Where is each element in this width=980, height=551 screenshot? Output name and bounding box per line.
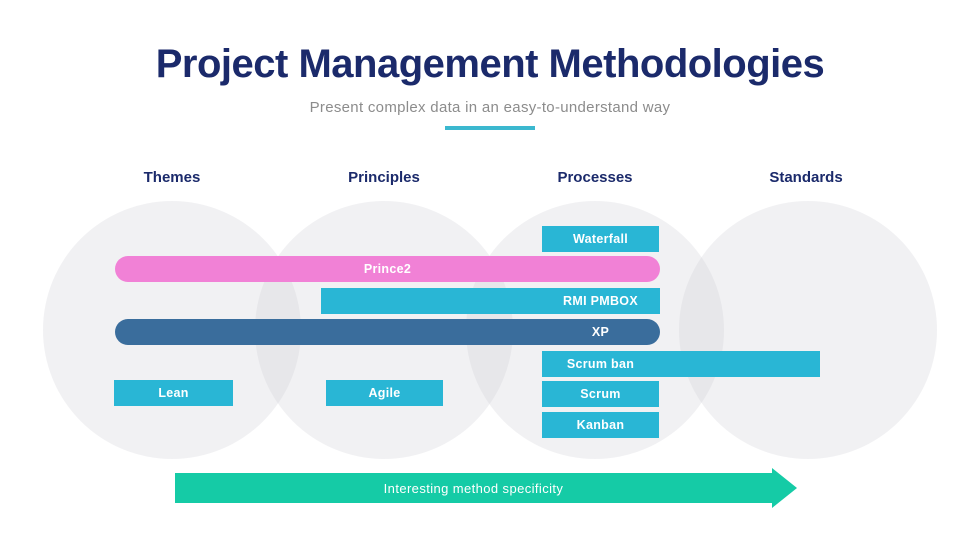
subtitle-divider [445, 126, 535, 130]
specificity-arrow-head-icon [772, 468, 797, 508]
specificity-arrow: Interesting method specificity [175, 473, 772, 503]
bar-waterfall: Waterfall [542, 226, 659, 252]
bar-label-agile: Agile [368, 386, 401, 400]
bar-label-scrum-ban: Scrum ban [566, 357, 635, 371]
column-header-principles: Principles [348, 169, 420, 186]
page-subtitle: Present complex data in an easy-to-under… [309, 99, 671, 116]
background-circle-standards [679, 201, 937, 459]
bar-lean: Lean [114, 380, 233, 406]
bar-xp: XP [115, 319, 660, 345]
column-header-themes: Themes [143, 169, 201, 186]
bar-label-kanban: Kanban [576, 418, 625, 432]
bar-kanban: Kanban [542, 412, 659, 438]
bar-label-rmi-pmbox: RMI PMBOX [563, 294, 638, 308]
bar-prince2: Prince2 [115, 256, 660, 282]
page-title: Project Management Methodologies [155, 42, 825, 86]
column-header-processes: Processes [557, 169, 633, 186]
bar-label-waterfall: Waterfall [572, 232, 629, 246]
bar-label-prince2: Prince2 [363, 262, 412, 276]
bar-label-xp: XP [591, 325, 610, 339]
specificity-arrow-label: Interesting method specificity [383, 480, 564, 496]
column-header-standards: Standards [769, 169, 843, 186]
bar-scrum-ban: Scrum ban [542, 351, 820, 377]
bar-label-scrum: Scrum [580, 387, 621, 401]
bar-scrum: Scrum [542, 381, 659, 407]
bar-label-lean: Lean [158, 386, 189, 400]
bar-rmi-pmbox: RMI PMBOX [321, 288, 660, 314]
bar-agile: Agile [326, 380, 443, 406]
